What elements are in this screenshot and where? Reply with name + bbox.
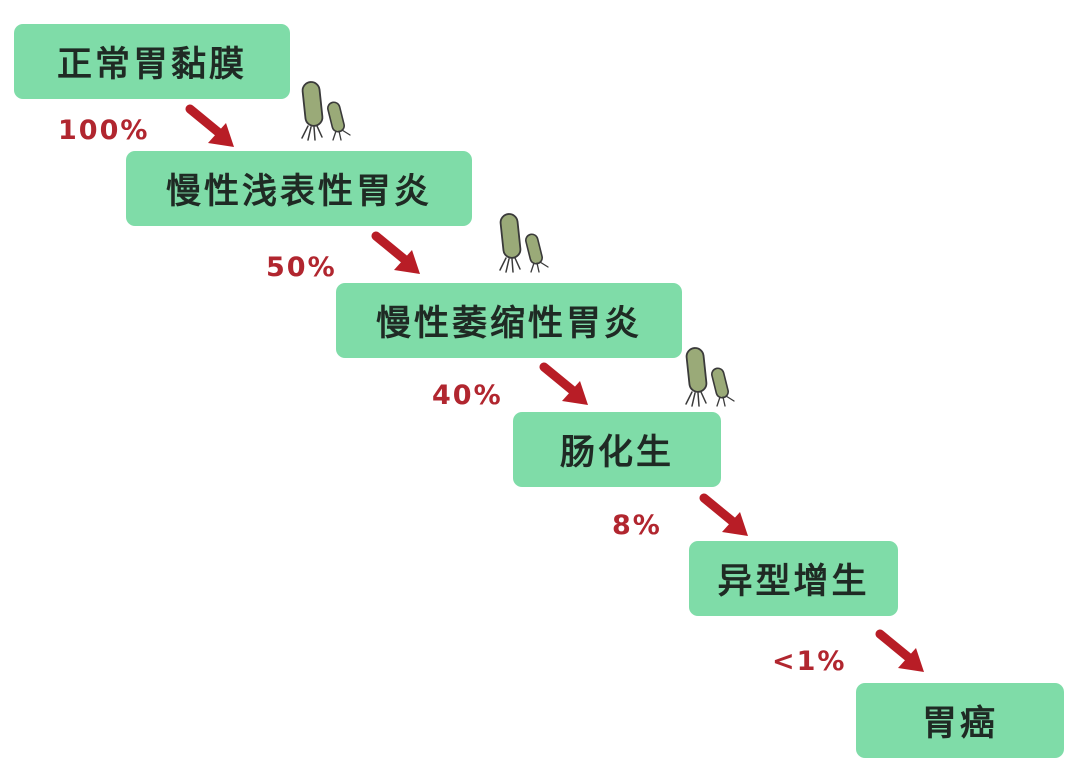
- bacteria-icon: [301, 81, 351, 141]
- stage-dysplasia: 异型增生: [689, 541, 898, 616]
- stage-chronic-superficial-gastritis: 慢性浅表性胃炎: [126, 151, 472, 226]
- transition-percent-label: 8%: [612, 510, 662, 541]
- stage-gastric-cancer: 胃癌: [856, 683, 1064, 758]
- transition-percent-label: 100%: [58, 115, 150, 146]
- bacteria-icon: [499, 213, 549, 273]
- stage-normal-mucosa: 正常胃黏膜: [14, 24, 290, 99]
- stage-intestinal-metaplasia: 肠化生: [513, 412, 721, 487]
- bacteria-icon: [685, 347, 735, 407]
- transition-percent-label: 40%: [432, 380, 503, 411]
- arrow-down-right-icon: [539, 362, 588, 405]
- transition-percent-label: <1%: [772, 646, 847, 677]
- stage-chronic-atrophic-gastritis: 慢性萎缩性胃炎: [336, 283, 682, 358]
- arrow-down-right-icon: [185, 104, 234, 147]
- arrow-down-right-icon: [699, 493, 748, 536]
- arrow-down-right-icon: [875, 629, 924, 672]
- transition-percent-label: 50%: [266, 252, 337, 283]
- arrow-down-right-icon: [371, 231, 420, 274]
